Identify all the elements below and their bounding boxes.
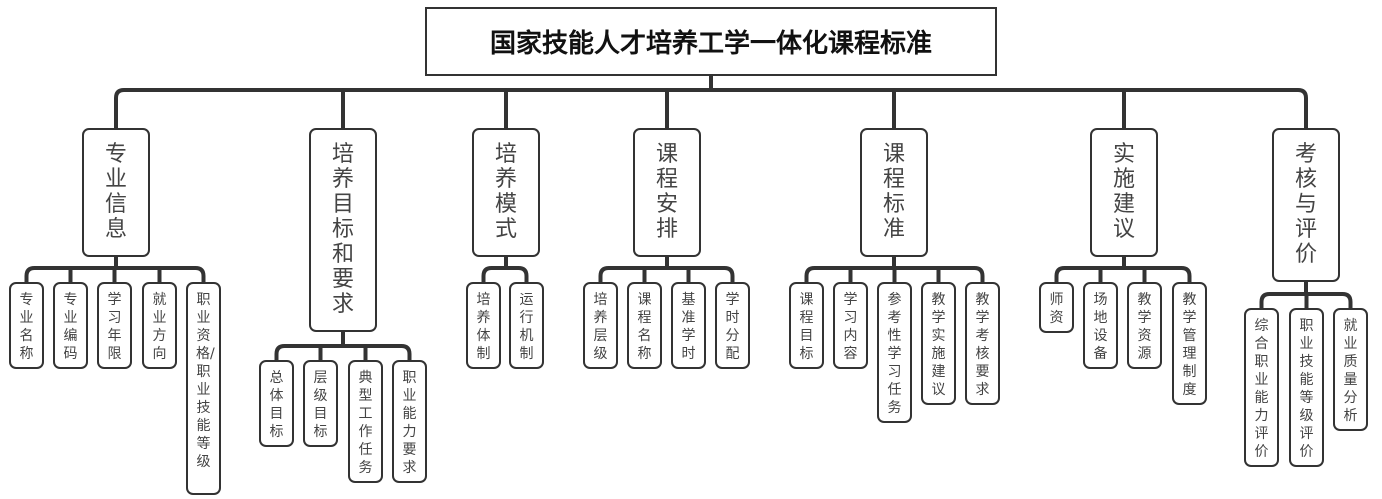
branch-node-label: 课程标准 (882, 142, 905, 242)
root-title: 国家技能人才培养工学一体化课程标准 (489, 29, 932, 59)
leaf-node-label: 学时分配 (725, 292, 740, 362)
leaf-node[interactable]: 专业名称 (9, 282, 44, 369)
leaf-node-label: 职业技能等级评价 (1299, 318, 1314, 460)
leaf-node-label: 参考性学习任务 (887, 292, 902, 416)
leaf-node-label: 就业质量分析 (1343, 318, 1358, 424)
leaf-node-label: 课程名称 (637, 292, 652, 362)
leaf-node[interactable]: 教学管理制度 (1172, 282, 1207, 405)
leaf-node[interactable]: 层级目标 (303, 360, 338, 447)
leaf-node[interactable]: 运行机制 (509, 282, 544, 369)
leaf-node-label: 职业能力要求 (402, 370, 417, 476)
root-connector-bus (114, 88, 1308, 130)
branch-connector-bus (481, 266, 529, 284)
leaf-node-label: 场地设备 (1093, 292, 1108, 362)
branch-node[interactable]: 实施建议 (1090, 128, 1158, 257)
leaf-node[interactable]: 基准学时 (671, 282, 706, 369)
branch-node[interactable]: 培养目标和要求 (309, 128, 377, 332)
leaf-node[interactable]: 职业资格/职业技能等级 (186, 282, 221, 495)
leaf-node[interactable]: 总体目标 (259, 360, 294, 447)
leaf-node[interactable]: 参考性学习任务 (877, 282, 912, 423)
branch-connector-bus (274, 344, 412, 362)
leaf-node-label: 课程目标 (799, 292, 814, 362)
leaf-node-label: 培养层级 (593, 292, 608, 362)
leaf-node-label: 教学实施建议 (931, 292, 946, 398)
branch-node[interactable]: 课程标准 (860, 128, 928, 257)
leaf-node-label: 总体目标 (269, 370, 284, 440)
root-title-box: 国家技能人才培养工学一体化课程标准 (425, 7, 997, 76)
leaf-node-label: 教学管理制度 (1182, 292, 1197, 398)
branch-node[interactable]: 课程安排 (633, 128, 701, 257)
branch-node[interactable]: 考核与评价 (1272, 128, 1340, 282)
leaf-node[interactable]: 学习内容 (833, 282, 868, 369)
leaf-node-label: 学习内容 (843, 292, 858, 362)
branch-connector-bus (598, 266, 735, 284)
leaf-node[interactable]: 综合职业能力评价 (1244, 308, 1279, 467)
leaf-node-label: 专业编码 (63, 292, 78, 362)
leaf-node[interactable]: 培养层级 (583, 282, 618, 369)
leaf-node[interactable]: 就业质量分析 (1333, 308, 1368, 431)
branch-node-label: 实施建议 (1112, 142, 1135, 242)
leaf-node-label: 教学考核要求 (975, 292, 990, 398)
leaf-node-label: 运行机制 (519, 292, 534, 362)
branch-node[interactable]: 专业信息 (82, 128, 150, 257)
leaf-node[interactable]: 教学实施建议 (921, 282, 956, 405)
leaf-node-label: 层级目标 (313, 370, 328, 440)
branch-node-label: 专业信息 (104, 142, 127, 242)
leaf-node[interactable]: 职业能力要求 (392, 360, 427, 483)
branch-node-label: 培养目标和要求 (331, 142, 354, 317)
leaf-node-label: 师资 (1049, 292, 1064, 326)
leaf-node-label: 培养体制 (476, 292, 491, 362)
leaf-node[interactable]: 教学考核要求 (965, 282, 1000, 405)
leaf-node[interactable]: 场地设备 (1083, 282, 1118, 369)
leaf-node[interactable]: 课程目标 (789, 282, 824, 369)
leaf-node-label: 综合职业能力评价 (1254, 318, 1269, 460)
leaf-node-label: 典型工作任务 (358, 370, 373, 476)
branch-node[interactable]: 培养模式 (472, 128, 540, 257)
leaf-node[interactable]: 师资 (1039, 282, 1074, 333)
leaf-node-label: 学习年限 (107, 292, 122, 362)
leaf-node[interactable]: 学习年限 (97, 282, 132, 369)
leaf-node[interactable]: 就业方向 (142, 282, 177, 369)
leaf-node[interactable]: 课程名称 (627, 282, 662, 369)
leaf-node-label: 职业资格/职业技能等级 (196, 292, 215, 470)
leaf-node[interactable]: 职业技能等级评价 (1289, 308, 1324, 467)
branch-node-label: 课程安排 (655, 142, 678, 242)
branch-node-label: 考核与评价 (1294, 142, 1317, 267)
leaf-node[interactable]: 专业编码 (53, 282, 88, 369)
leaf-node[interactable]: 教学资源 (1127, 282, 1162, 369)
leaf-node[interactable]: 培养体制 (466, 282, 501, 369)
leaf-node-label: 就业方向 (152, 292, 167, 362)
branch-node-label: 培养模式 (494, 142, 517, 242)
branch-connector-bus (1054, 266, 1192, 284)
leaf-node[interactable]: 典型工作任务 (348, 360, 383, 483)
leaf-node-label: 教学资源 (1137, 292, 1152, 362)
leaf-node-label: 专业名称 (19, 292, 34, 362)
leaf-node[interactable]: 学时分配 (715, 282, 750, 369)
leaf-node-label: 基准学时 (681, 292, 696, 362)
